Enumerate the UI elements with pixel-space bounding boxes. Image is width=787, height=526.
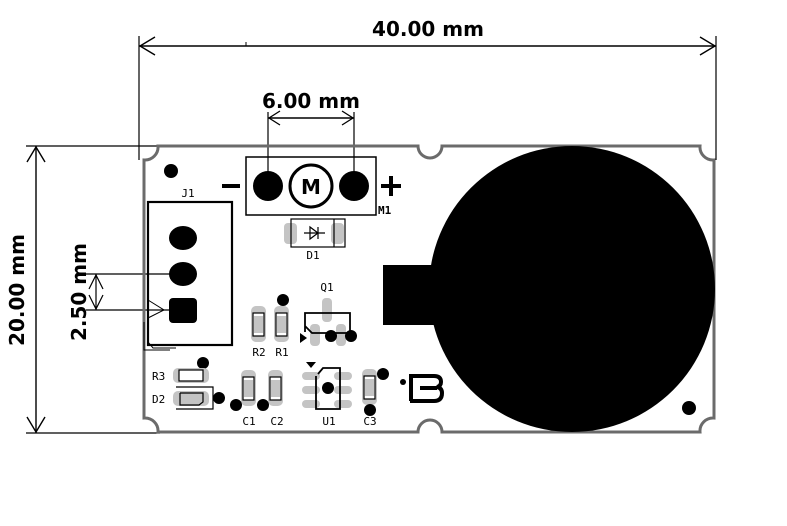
minus-icon bbox=[222, 184, 240, 188]
j1-pin-2 bbox=[169, 262, 197, 286]
led-d2: D2 bbox=[152, 386, 225, 410]
label-u1: U1 bbox=[322, 415, 335, 428]
j1-pin-3 bbox=[169, 226, 197, 250]
label-c2: C2 bbox=[270, 415, 283, 428]
connector-pitch-label: 2.50 mm bbox=[67, 243, 91, 341]
width-dimension-label: 40.00 mm bbox=[372, 17, 484, 41]
brand-logo bbox=[400, 374, 445, 403]
label-r1: R1 bbox=[275, 346, 288, 359]
motor-pitch-dimension: 6.00 mm bbox=[262, 89, 360, 185]
motor-pad-negative bbox=[253, 171, 283, 201]
j1-pin-1 bbox=[169, 298, 197, 323]
motor-m1: M M1 bbox=[222, 156, 401, 217]
motor-icon bbox=[288, 163, 334, 209]
height-dimension: 20.00 mm bbox=[5, 145, 160, 434]
diode-d1: D1 bbox=[284, 218, 346, 262]
motor-pitch-label: 6.00 mm bbox=[262, 89, 360, 113]
connector-pitch-dimension: 2.50 mm bbox=[67, 243, 183, 341]
mounting-fiducial-top-left bbox=[164, 164, 178, 178]
pin1-marker-icon bbox=[306, 362, 316, 368]
label-m1: M1 bbox=[378, 204, 392, 217]
pin1-marker-icon bbox=[300, 333, 307, 343]
label-q1: Q1 bbox=[320, 281, 333, 294]
capacitor-c3: C3 bbox=[362, 368, 389, 428]
board-outline bbox=[142, 144, 716, 434]
label-c3: C3 bbox=[363, 415, 376, 428]
capacitor-c2: C2 bbox=[257, 370, 284, 428]
label-d1: D1 bbox=[306, 249, 319, 262]
resistor-r1: R1 bbox=[274, 294, 289, 359]
height-dimension-label: 20.00 mm bbox=[5, 234, 29, 346]
label-c1: C1 bbox=[242, 415, 255, 428]
ic-u1: U1 bbox=[302, 362, 352, 428]
resistor-r3: R3 bbox=[152, 357, 209, 383]
transistor-q1: Q1 bbox=[300, 281, 357, 346]
plus-icon bbox=[381, 176, 401, 196]
motor-pad-positive bbox=[339, 171, 369, 201]
connector-j1: J1 bbox=[143, 187, 234, 351]
label-r3: R3 bbox=[152, 370, 165, 383]
width-dimension: 40.00 mm bbox=[138, 17, 717, 160]
battery-pad bbox=[383, 146, 715, 432]
motor-symbol: M bbox=[301, 175, 321, 199]
label-d2: D2 bbox=[152, 393, 165, 406]
capacitor-c1: C1 bbox=[230, 370, 256, 428]
label-r2: R2 bbox=[252, 346, 265, 359]
label-j1: J1 bbox=[181, 187, 194, 200]
mounting-fiducial-bottom-right bbox=[682, 401, 696, 415]
resistor-r2: R2 bbox=[251, 306, 266, 359]
